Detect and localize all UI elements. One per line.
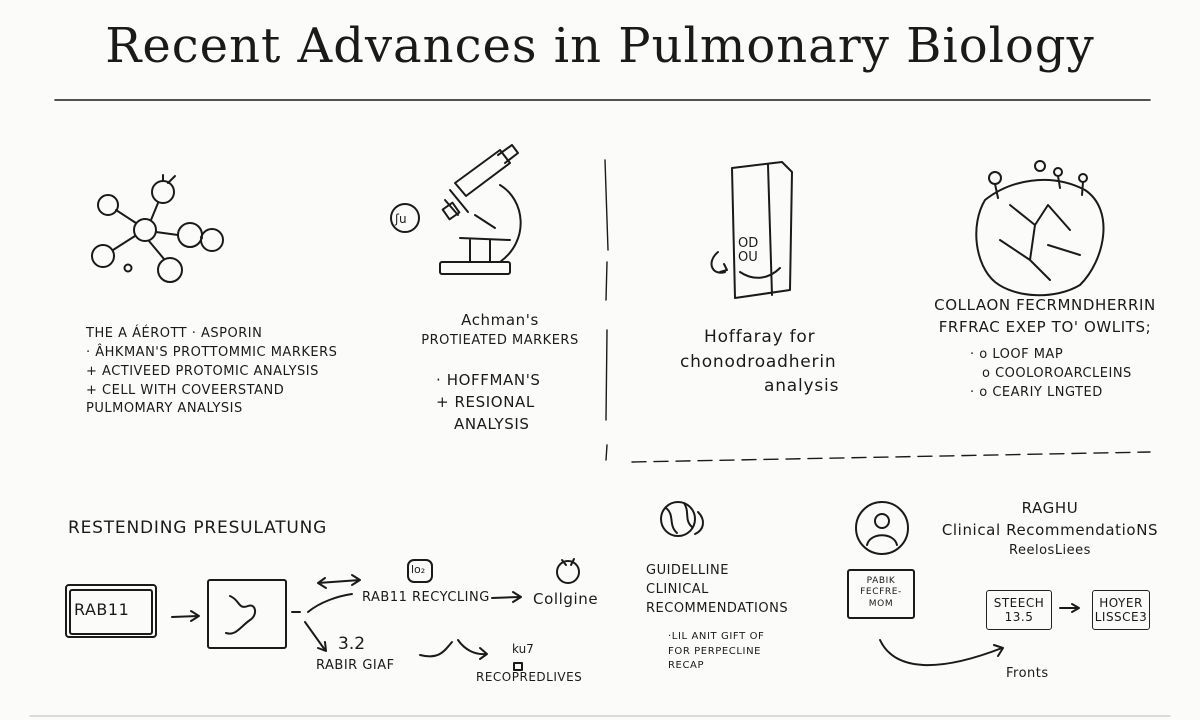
handheld-device-icon xyxy=(710,161,793,299)
section3-text: Hoffaray for chonodroadherin analysis xyxy=(680,325,870,399)
microscope-icon xyxy=(390,144,522,275)
section6-text: GUIDELLINE CLINICAL RECOMMENDATIONS xyxy=(646,562,788,619)
steech-box: STEECH 13.5 xyxy=(986,590,1052,630)
pabik-card-frame xyxy=(847,569,915,619)
badge-label: lo₂ xyxy=(411,563,426,576)
globe-icon xyxy=(660,501,704,537)
fronts-label: Fronts xyxy=(1006,666,1049,681)
section3-line: analysis xyxy=(764,376,840,397)
curve-to-recycling xyxy=(307,593,353,613)
section4-bullet: · o LOOF MAP xyxy=(970,347,1064,362)
rab11-box-label: RAB11 xyxy=(74,600,130,619)
section2-bullet: · HOFFMAN'S xyxy=(436,371,541,389)
pabik-card-text: PABIK FECFRE- MOM xyxy=(850,576,912,610)
section7-heading-line: Clinical RecommendatioNS xyxy=(941,520,1159,539)
hoyer-box-line: HOYER xyxy=(1099,595,1143,610)
arrow-down-to-value xyxy=(304,621,327,652)
section4-heading-line: COLLAON FECRMNDHERRIN xyxy=(934,296,1156,314)
section4-bullet: o COOLOROARCLEINS xyxy=(982,365,1132,381)
pabik-card-line: FECFRE- xyxy=(860,587,902,598)
device-text-line: OU xyxy=(738,249,758,265)
horizontal-dashed-divider xyxy=(631,451,1151,463)
section1-text: THE A ÁÉROTT · ASPORIN · ÂHKMAN'S PROTTO… xyxy=(86,325,337,419)
arrow-steech-to-hoyer xyxy=(1059,603,1080,613)
section2-bullet: + RESIONAL xyxy=(436,392,535,411)
section5-heading: RESTENDING PRESULATUNG xyxy=(68,518,328,538)
section2-heading-line: PROTIEATED MARKERS xyxy=(421,332,579,348)
protein-structure-icon xyxy=(207,579,287,649)
section6-line: GUIDELLINE xyxy=(646,563,729,578)
section7-heading-line: RAGHU xyxy=(1021,499,1079,517)
section7-heading: RAGHU Clinical RecommendatioNS ReelosLie… xyxy=(935,498,1165,560)
page-title: Recent Advances in Pulmonary Biology xyxy=(105,18,1095,74)
collgine-label: Collgine xyxy=(533,590,599,608)
section6-note: RECAP xyxy=(668,660,705,671)
section6-line: CLINICAL xyxy=(646,581,709,597)
section1-line: THE A ÁÉROTT · ASPORIN xyxy=(86,326,263,341)
section1-line: PULMOMARY ANALYSIS xyxy=(86,401,243,417)
curve-to-recopredlives xyxy=(419,639,488,660)
small-note-box xyxy=(513,662,523,671)
person-icon xyxy=(855,501,909,555)
section4-heading: COLLAON FECRMNDHERRIN FRFRAC EXEP TO' OW… xyxy=(925,295,1165,339)
device-screen-text: OD OU xyxy=(738,237,758,264)
device-text-line: OD xyxy=(738,236,759,251)
section2-heading-line: Achman's xyxy=(461,311,539,329)
vertical-divider xyxy=(604,159,609,461)
steech-box-line: STEECH xyxy=(993,595,1045,610)
section2-bullets: · HOFFMAN'S + RESIONAL ANALYSIS xyxy=(436,370,541,435)
section2-heading: Achman's PROTIEATED MARKERS xyxy=(395,310,605,351)
speech-bubble-text: ʃu xyxy=(394,212,407,226)
hoyer-box-line: LISSCE3 xyxy=(1094,610,1148,624)
badge-frame xyxy=(407,559,433,583)
section1-line: + CELL WITH COVEERSTAND xyxy=(86,382,285,398)
section2-bullet: ANALYSIS xyxy=(454,414,530,433)
section4-bullets: · o LOOF MAP o COOLOROARCLEINS · o CEARI… xyxy=(970,346,1132,403)
rab11-box-frame xyxy=(65,584,157,638)
molecule-icon xyxy=(91,174,224,283)
lung-icon xyxy=(975,160,1105,297)
steech-box-line: 13.5 xyxy=(1004,610,1034,624)
small-note-label: ku7 xyxy=(512,642,534,656)
section6-note: FOR PERPECLINE xyxy=(668,645,762,657)
double-arrow xyxy=(317,574,361,589)
arrow-rab11-to-protein xyxy=(171,610,200,622)
section4-bullet: · o CEARIY LNGTED xyxy=(970,384,1103,400)
collgine-icon xyxy=(556,560,580,584)
arrow-to-collgine xyxy=(491,591,522,603)
recopredlives-label: RECOPREDLIVES xyxy=(476,670,583,684)
pabik-card-line: PABIK xyxy=(866,576,896,586)
section6-line: RECOMMENDATIONS xyxy=(646,600,789,616)
rab-giaf-label: RABIR GIAF xyxy=(316,658,395,673)
section7-heading-line: ReelosLiees xyxy=(1009,542,1091,558)
section6-note: ·LIL ANIT GIFT OF xyxy=(668,631,765,642)
section4-heading-line: FRFRAC EXEP TO' OWLITS; xyxy=(938,317,1152,336)
section3-line: Hoffaray for xyxy=(704,327,816,347)
pabik-card-line: MOM xyxy=(868,598,894,609)
value-label: 3.2 xyxy=(338,634,366,654)
section1-line: · ÂHKMAN'S PROTTOMMIC MARKERS xyxy=(86,344,338,360)
curve-to-fronts xyxy=(879,639,1004,667)
section6-notes: ·LIL ANIT GIFT OF FOR PERPECLINE RECAP xyxy=(668,630,764,674)
section3-line: chonodroadherin xyxy=(680,351,837,372)
hoyer-box: HOYER LISSCE3 xyxy=(1092,590,1150,630)
rab11-recycling-label: RAB11 RECYCLING xyxy=(362,590,490,605)
section1-line: + ACTIVEED PROTOMIC ANALYSIS xyxy=(86,363,319,379)
